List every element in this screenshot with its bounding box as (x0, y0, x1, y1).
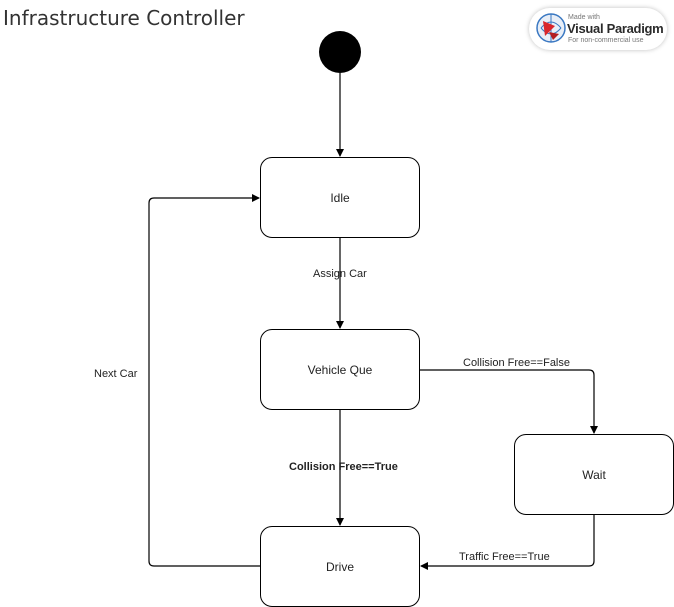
initial-state-node (319, 31, 361, 73)
edge-traffic-free-true (420, 515, 595, 570)
edge-next-car (148, 194, 260, 567)
diagram-title: Infrastructure Controller (3, 6, 245, 30)
label-assign-car: Assign Car (313, 268, 367, 280)
edge-collision-free-false (420, 369, 598, 434)
label-collision-free-false: Collision Free==False (463, 357, 570, 369)
state-vehicle-que: Vehicle Que (260, 329, 420, 410)
label-traffic-free-true: Traffic Free==True (459, 551, 550, 563)
label-next-car: Next Car (94, 368, 138, 380)
state-idle-label: Idle (330, 190, 350, 205)
watermark-made-with: Made with (568, 14, 600, 21)
watermark-note: For non-commercial use (568, 37, 644, 44)
state-idle: Idle (260, 157, 420, 238)
visual-paradigm-logo-icon (536, 13, 566, 43)
visual-paradigm-watermark: Made with Visual Paradigm For non-commer… (529, 8, 667, 50)
state-drive-label: Drive (325, 559, 354, 574)
label-collision-free-true: Collision Free==True (289, 461, 398, 473)
state-drive: Drive (260, 526, 420, 607)
watermark-brand: Visual Paradigm (567, 21, 664, 36)
state-wait-label: Wait (582, 467, 606, 482)
state-vehicle-que-label: Vehicle Que (307, 362, 373, 377)
state-wait: Wait (514, 434, 674, 515)
